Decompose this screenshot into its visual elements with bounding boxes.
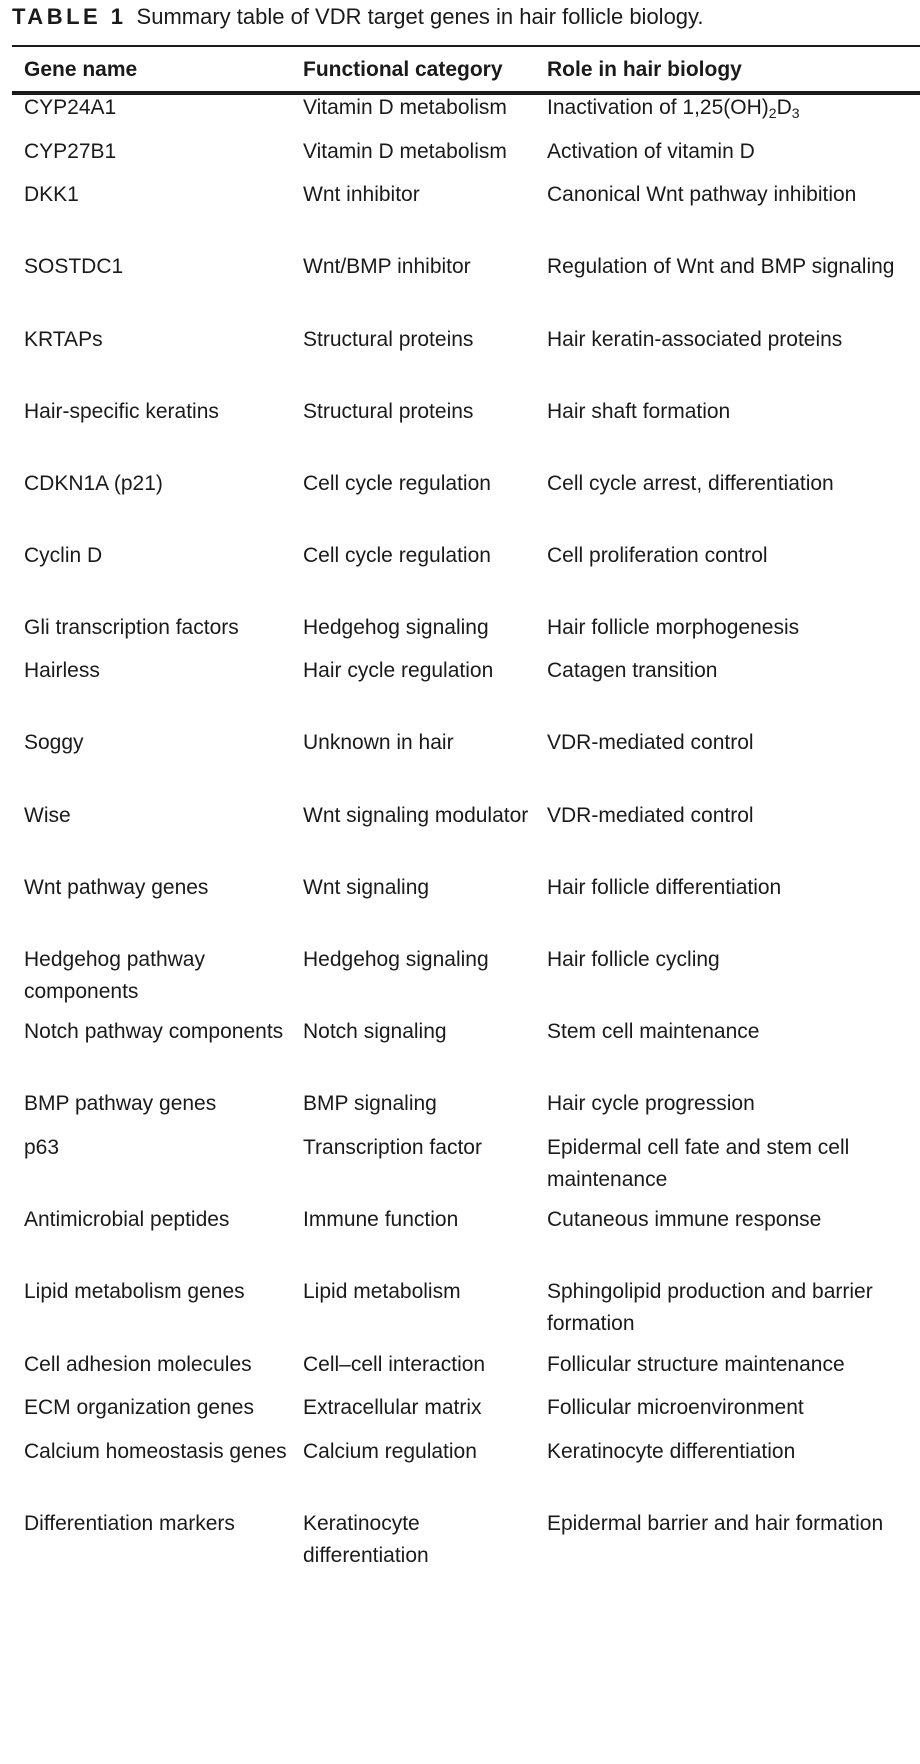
column-header-gene-name: Gene name (24, 58, 138, 81)
table-title: Summary table of VDR target genes in hai… (136, 4, 704, 29)
cell-gene-name: SOSTDC1 (24, 255, 124, 278)
cell-role: Hair follicle differentiation (547, 876, 782, 899)
header-rule (12, 91, 920, 95)
cell-role: Activation of vitamin D (547, 140, 755, 163)
cell-role-text: D (776, 96, 792, 119)
cell-gene-name: Gli transcription factors (24, 616, 239, 639)
cell-role-text: Inactivation of 1,25(OH) (547, 96, 769, 119)
cell-role: Inactivation of 1,25(OH)2D3 (547, 92, 920, 124)
cell-role: Stem cell maintenance (547, 1020, 760, 1043)
column-header-functional-category: Functional category (303, 58, 503, 81)
cell-functional-category: Wnt signaling (303, 876, 430, 899)
cell-functional-category: Immune function (303, 1208, 459, 1231)
cell-functional-category: Cell–cell interaction (303, 1353, 486, 1376)
cell-functional-category: Transcription factor (303, 1136, 482, 1159)
cell-functional-category: Extracellular matrix (303, 1396, 482, 1419)
cell-functional-category: Structural proteins (303, 328, 474, 351)
cell-gene-name: Hairless (24, 659, 100, 682)
cell-gene-name: CYP24A1 (24, 96, 117, 119)
column-header-role: Role in hair biology (547, 58, 742, 81)
cell-role: Epidermal barrier and hair formation (547, 1512, 884, 1535)
cell-role: Hair shaft formation (547, 400, 731, 423)
cell-functional-category: Vitamin D metabolism (303, 96, 507, 119)
cell-gene-name: Hedgehog pathway components (24, 948, 205, 1003)
cell-role: Hair follicle cycling (547, 948, 720, 971)
table-top-rule (12, 45, 920, 47)
cell-gene-name: ECM organization genes (24, 1396, 254, 1419)
cell-functional-category: Hedgehog signaling (303, 948, 489, 971)
cell-gene-name: CYP27B1 (24, 140, 117, 163)
cell-gene-name: Wise (24, 804, 71, 827)
cell-role: Cutaneous immune response (547, 1208, 822, 1231)
cell-role: Hair cycle progression (547, 1092, 755, 1115)
cell-functional-category: Keratinocyte differentiation (303, 1512, 429, 1567)
cell-role: Catagen transition (547, 659, 718, 682)
cell-gene-name: Soggy (24, 731, 84, 754)
cell-role: Cell cycle arrest, differentiation (547, 472, 834, 495)
cell-functional-category: Unknown in hair (303, 731, 454, 754)
subscript: 3 (791, 105, 800, 121)
cell-role: VDR-mediated control (547, 804, 754, 827)
cell-functional-category: Calcium regulation (303, 1440, 477, 1463)
cell-functional-category: Hedgehog signaling (303, 616, 489, 639)
cell-gene-name: BMP pathway genes (24, 1092, 217, 1115)
cell-functional-category: Lipid metabolism (303, 1280, 461, 1303)
cell-gene-name: CDKN1A (p21) (24, 472, 163, 495)
cell-gene-name: Hair-specific keratins (24, 400, 219, 423)
cell-functional-category: Notch signaling (303, 1020, 447, 1043)
cell-role: Regulation of Wnt and BMP signaling (547, 255, 895, 278)
cell-gene-name: Wnt pathway genes (24, 876, 209, 899)
cell-role: VDR-mediated control (547, 731, 754, 754)
cell-role: Canonical Wnt pathway inhibition (547, 183, 857, 206)
cell-gene-name: Differentiation markers (24, 1512, 235, 1535)
cell-functional-category: Hair cycle regulation (303, 659, 494, 682)
cell-gene-name: Lipid metabolism genes (24, 1280, 245, 1303)
cell-gene-name: Cyclin D (24, 544, 103, 567)
cell-functional-category: Vitamin D metabolism (303, 140, 507, 163)
cell-role: Cell proliferation control (547, 544, 768, 567)
cell-functional-category: Wnt inhibitor (303, 183, 420, 206)
cell-role: Follicular structure maintenance (547, 1353, 845, 1376)
cell-gene-name: Notch pathway components (24, 1020, 284, 1043)
cell-functional-category: Structural proteins (303, 400, 474, 423)
cell-gene-name: KRTAPs (24, 328, 103, 351)
table-label: TABLE 1 (12, 4, 127, 29)
table-caption: TABLE 1 Summary table of VDR target genes… (12, 0, 704, 34)
cell-gene-name: p63 (24, 1136, 60, 1159)
cell-functional-category: Cell cycle regulation (303, 544, 491, 567)
cell-gene-name: Cell adhesion molecules (24, 1353, 252, 1376)
cell-role: Keratinocyte differentiation (547, 1440, 796, 1463)
cell-functional-category: Wnt/BMP inhibitor (303, 255, 471, 278)
cell-role: Hair keratin-associated proteins (547, 328, 843, 351)
cell-functional-category: Cell cycle regulation (303, 472, 491, 495)
cell-role: Sphingolipid production and barrier form… (547, 1280, 873, 1335)
cell-gene-name: Antimicrobial peptides (24, 1208, 230, 1231)
cell-gene-name: DKK1 (24, 183, 79, 206)
cell-role: Hair follicle morphogenesis (547, 616, 800, 639)
cell-role: Follicular microenvironment (547, 1396, 804, 1419)
cell-functional-category: BMP signaling (303, 1092, 437, 1115)
cell-functional-category: Wnt signaling modulator (303, 804, 529, 827)
cell-gene-name: Calcium homeostasis genes (24, 1440, 287, 1463)
cell-role: Epidermal cell fate and stem cell mainte… (547, 1136, 850, 1191)
subscript: 2 (768, 105, 777, 121)
